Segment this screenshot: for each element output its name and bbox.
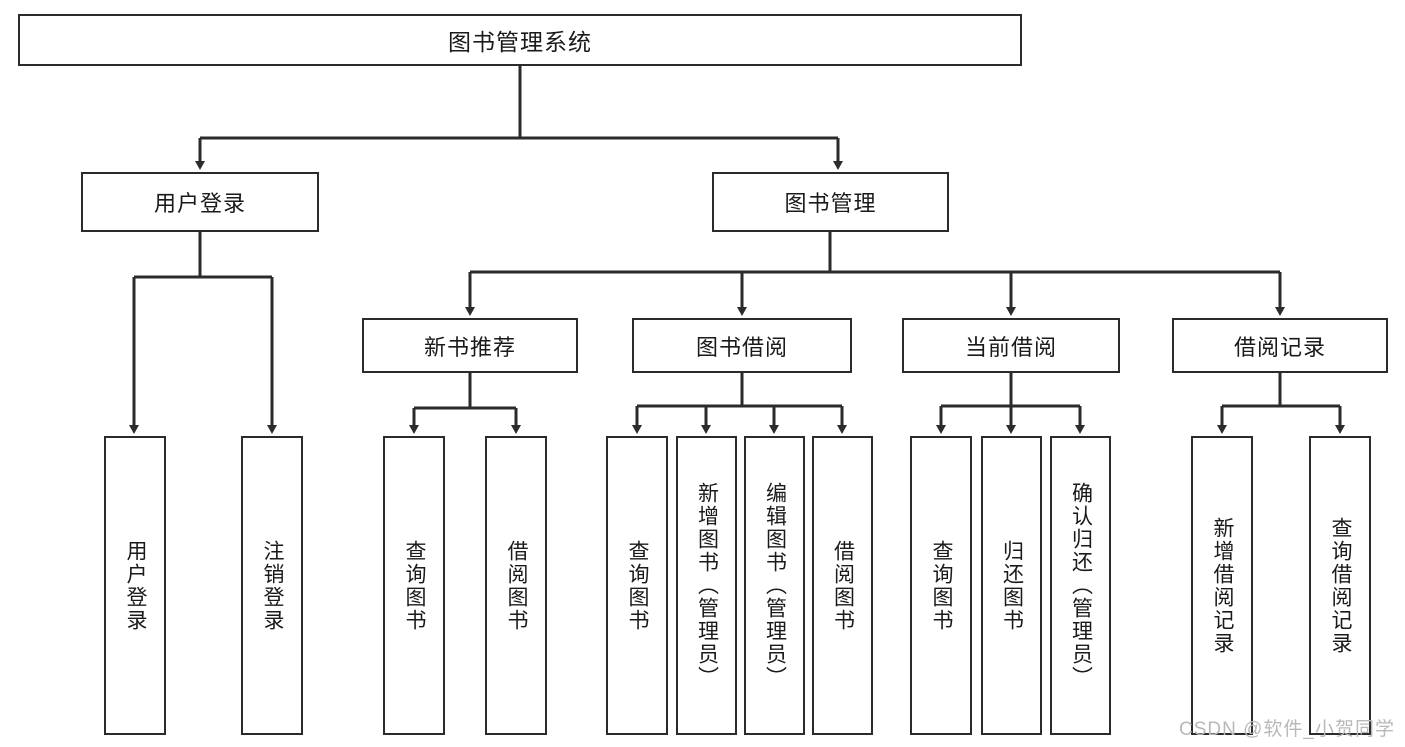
leaf-query-book-recommend[interactable]: 查询图书 bbox=[383, 436, 445, 735]
node-root-system[interactable]: 图书管理系统 bbox=[18, 14, 1022, 66]
node-borrow-record[interactable]: 借阅记录 bbox=[1172, 318, 1388, 373]
leaf-edit-book-admin[interactable]: 编辑图书（管理员） bbox=[744, 436, 805, 735]
leaf-confirm-return-admin[interactable]: 确认归还（管理员） bbox=[1050, 436, 1111, 735]
leaf-query-borrow-record[interactable]: 查询借阅记录 bbox=[1309, 436, 1371, 735]
leaf-borrow-book-recommend[interactable]: 借阅图书 bbox=[485, 436, 547, 735]
node-new-book-recommend[interactable]: 新书推荐 bbox=[362, 318, 578, 373]
leaf-add-book-admin[interactable]: 新增图书（管理员） bbox=[676, 436, 737, 735]
leaf-user-logout[interactable]: 注销登录 bbox=[241, 436, 303, 735]
leaf-borrow-book-borrow[interactable]: 借阅图书 bbox=[812, 436, 873, 735]
watermark-credit: CSDN @软件_小贺同学 bbox=[1179, 719, 1395, 740]
leaf-query-book-borrow[interactable]: 查询图书 bbox=[606, 436, 668, 735]
leaf-add-borrow-record[interactable]: 新增借阅记录 bbox=[1191, 436, 1253, 735]
node-book-borrow[interactable]: 图书借阅 bbox=[632, 318, 852, 373]
node-user-login[interactable]: 用户登录 bbox=[81, 172, 319, 232]
leaf-user-login[interactable]: 用户登录 bbox=[104, 436, 166, 735]
node-book-management[interactable]: 图书管理 bbox=[712, 172, 949, 232]
leaf-return-book[interactable]: 归还图书 bbox=[981, 436, 1042, 735]
leaf-query-book-current[interactable]: 查询图书 bbox=[910, 436, 972, 735]
node-current-borrow[interactable]: 当前借阅 bbox=[902, 318, 1120, 373]
